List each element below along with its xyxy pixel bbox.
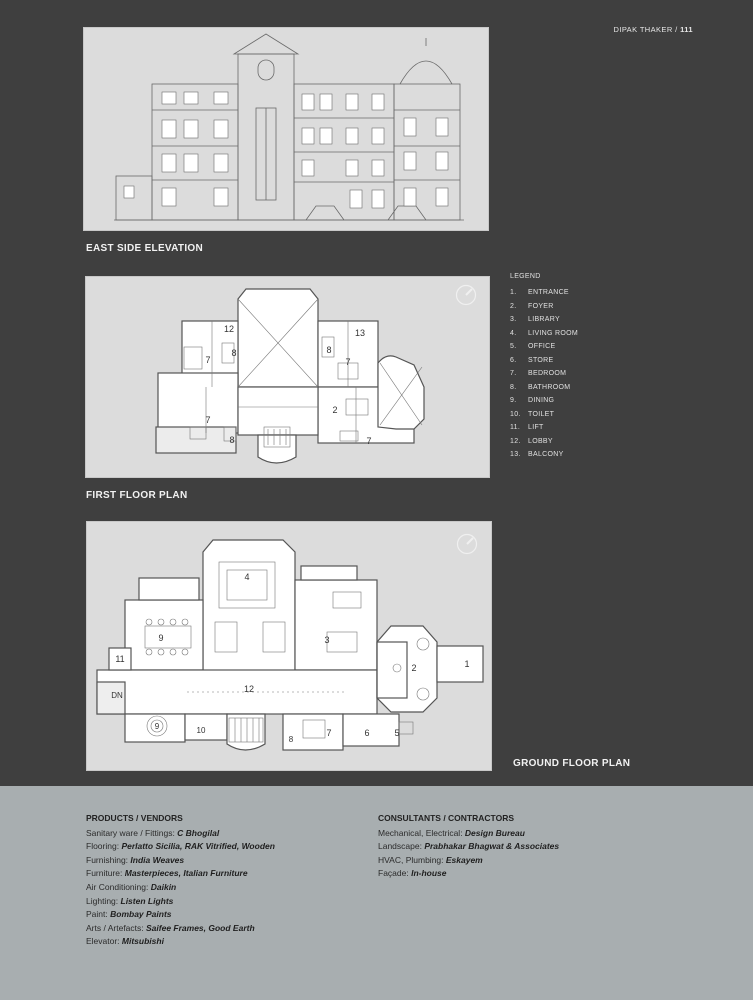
gf-label-dining-1: 9: [158, 633, 163, 643]
gf-label-library: 3: [324, 635, 329, 645]
product-row: Paint: Bombay Paints: [86, 909, 172, 920]
legend-item: 13.BALCONY: [510, 451, 564, 458]
elevation-svg: [114, 33, 464, 221]
gf-label-store: 6: [364, 728, 369, 738]
ground-floor-plan-drawing: 4 9 3 11 DN 12 2 1 9 10 8 7 6 5: [86, 521, 492, 771]
north-arrow-icon: [455, 284, 477, 306]
gf-label-bedroom: 7: [326, 728, 331, 738]
legend-item: 10.TOILET: [510, 410, 555, 418]
ff-label-bath-1: 8: [231, 348, 236, 358]
gf-label-entrance: 1: [464, 659, 469, 669]
ff-label-bedroom-4: 7: [366, 436, 371, 446]
north-arrow-icon: [456, 533, 478, 555]
product-row: Sanitary ware / Fittings: C Bhogilal: [86, 827, 220, 838]
legend-item: 3.LIBRARY: [510, 316, 560, 323]
ff-label-foyer: 2: [332, 405, 337, 415]
page-number: 111: [680, 25, 693, 34]
gf-label-down: DN: [111, 691, 123, 700]
consultant-row: HVAC, Plumbing: Eskayem: [378, 854, 483, 865]
first-floor-svg: 12 8 13 8 7 7 7 2 8 7: [155, 288, 425, 464]
ff-label-balcony: 13: [355, 328, 365, 338]
legend-list: 1.ENTRANCE 2.FOYER 3.LIBRARY 4.LIVING RO…: [510, 286, 578, 462]
product-row: Furniture: Masterpieces, Italian Furnitu…: [86, 868, 248, 879]
ff-label-bath-2: 8: [326, 345, 331, 355]
credits-section: PRODUCTS / VENDORS Sanitary ware / Fitti…: [0, 786, 753, 1000]
legend-heading: LEGEND: [510, 273, 541, 280]
consultants-heading: CONSULTANTS / CONTRACTORS: [378, 813, 514, 823]
ff-label-bedroom-1: 7: [205, 355, 210, 365]
gf-label-foyer: 2: [411, 663, 416, 673]
product-row: Lighting: Listen Lights: [86, 895, 174, 906]
product-row: Arts / Artefacts: Saifee Frames, Good Ea…: [86, 922, 255, 933]
gf-label-bathroom: 8: [289, 735, 294, 744]
consultant-row: Mechanical, Electrical: Design Bureau: [378, 827, 525, 838]
gf-label-lift: 11: [115, 654, 124, 664]
gf-label-lobby: 12: [244, 684, 254, 694]
legend-item: 1.ENTRANCE: [510, 289, 569, 296]
ff-label-bath-3: 8: [229, 435, 234, 445]
product-row: Elevator: Mitsubishi: [86, 936, 164, 947]
product-row: Furnishing: India Weaves: [86, 854, 185, 865]
consultants-contractors: CONSULTANTS / CONTRACTORS Mechanical, El…: [378, 812, 559, 881]
gf-label-office: 5: [394, 728, 399, 738]
ground-floor-caption: GROUND FLOOR PLAN: [513, 758, 631, 769]
legend-item: 2.FOYER: [510, 302, 554, 310]
folio-separator: /: [675, 25, 678, 34]
legend-item: 12.LOBBY: [510, 437, 553, 445]
product-row: Flooring: Perlatto Sicilia, RAK Vitrifie…: [86, 841, 275, 852]
legend-item: 6.STORE: [510, 356, 554, 364]
gf-label-living-room: 4: [244, 572, 249, 582]
page-folio: DIPAK THAKER / 111: [614, 25, 693, 34]
ff-label-lobby: 12: [224, 324, 234, 334]
legend-item: 7.BEDROOM: [510, 370, 567, 377]
author-name: DIPAK THAKER: [613, 25, 673, 34]
legend-item: 4.LIVING ROOM: [510, 329, 578, 337]
product-row: Air Conditioning: Daikin: [86, 881, 177, 892]
products-heading: PRODUCTS / VENDORS: [86, 813, 183, 823]
first-floor-plan-drawing: 12 8 13 8 7 7 7 2 8 7: [85, 276, 490, 478]
ground-floor-svg: 4 9 3 11 DN 12 2 1 9 10 8 7 6 5: [96, 539, 484, 751]
consultant-row: Landscape: Prabhakar Bhagwat & Associate…: [378, 841, 560, 852]
ff-label-bedroom-2: 7: [345, 357, 350, 367]
legend-item: 5.OFFICE: [510, 343, 556, 350]
gf-label-dining-2: 9: [155, 722, 160, 731]
legend-item: 11.LIFT: [510, 424, 544, 431]
gf-label-toilet: 10: [197, 726, 206, 735]
east-elevation-drawing: [83, 27, 489, 231]
ff-label-bedroom-3: 7: [205, 415, 210, 425]
legend-item: 8.BATHROOM: [510, 383, 571, 391]
legend: LEGEND 1.ENTRANCE 2.FOYER 3.LIBRARY 4.LI…: [510, 273, 578, 462]
consultant-row: Façade: In-house: [378, 868, 447, 879]
legend-item: 9.DINING: [510, 397, 555, 404]
first-floor-caption: FIRST FLOOR PLAN: [86, 490, 188, 501]
products-vendors: PRODUCTS / VENDORS Sanitary ware / Fitti…: [86, 812, 275, 949]
elevation-caption: EAST SIDE ELEVATION: [86, 243, 204, 254]
